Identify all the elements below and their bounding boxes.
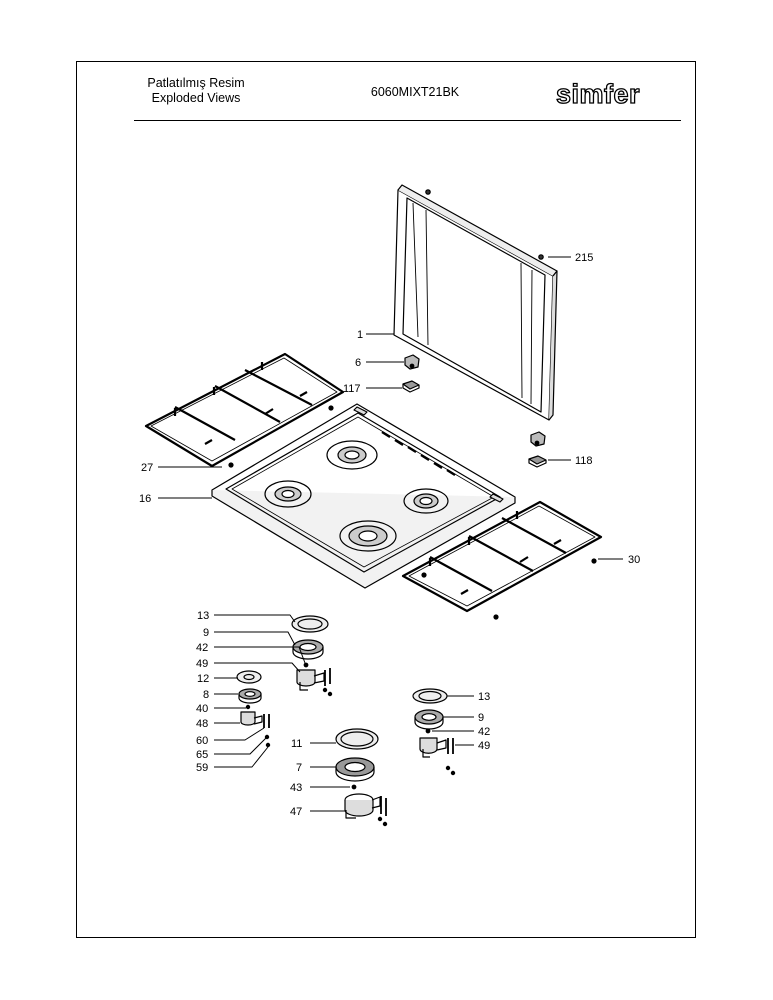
label-13-left: 13	[197, 610, 209, 622]
hob-top-plate	[211, 403, 516, 589]
label-7: 7	[296, 762, 302, 774]
title-english: Exploded Views	[151, 91, 241, 105]
title-turkish: Patlatılmış Resim	[147, 76, 245, 90]
label-42-right: 42	[478, 726, 490, 738]
label-60: 60	[196, 735, 208, 747]
hinge-bracket-117	[402, 380, 420, 393]
model-number: 6060MIXT21BK	[370, 85, 460, 99]
label-6: 6	[355, 357, 361, 369]
drawing-title: Patlatılmış Resim Exploded Views	[136, 76, 256, 106]
label-118: 118	[575, 455, 593, 467]
simfer-logo: simfer	[555, 78, 640, 109]
label-40: 40	[196, 703, 208, 715]
glass-lid	[393, 184, 558, 421]
hinge-bracket-118	[528, 455, 547, 468]
burner-set-semi-rapid-right	[412, 688, 456, 776]
label-30: 30	[628, 554, 640, 566]
burner-set-auxiliary	[236, 670, 271, 748]
label-43: 43	[290, 782, 302, 794]
label-65: 65	[196, 749, 208, 761]
label-9-right: 9	[478, 712, 484, 724]
label-12: 12	[197, 673, 209, 685]
label-1: 1	[357, 329, 363, 341]
label-48: 48	[196, 718, 208, 730]
label-42-left: 42	[196, 642, 208, 654]
label-11: 11	[291, 738, 302, 750]
pan-support-left	[144, 352, 345, 468]
drawing-frame	[76, 61, 696, 938]
burner-set-rapid	[335, 728, 388, 827]
logo-text: simfer	[556, 79, 640, 109]
lid-screw-215	[425, 189, 544, 260]
label-215: 215	[575, 252, 593, 264]
burner-set-semi-rapid-left	[291, 615, 333, 697]
label-16: 16	[139, 493, 151, 505]
label-8: 8	[203, 689, 209, 701]
label-59: 59	[196, 762, 208, 774]
label-27: 27	[141, 462, 153, 474]
label-117: 117	[343, 383, 361, 395]
label-13-right: 13	[478, 691, 490, 703]
header-divider	[134, 120, 681, 121]
pan-support-right	[401, 500, 603, 620]
leader-lines	[158, 256, 623, 812]
label-49-left: 49	[196, 658, 208, 670]
hinge-6	[404, 354, 420, 370]
label-9-left: 9	[203, 627, 209, 639]
label-49-right: 49	[478, 740, 490, 752]
hinge-right	[530, 431, 546, 447]
label-47: 47	[290, 806, 302, 818]
